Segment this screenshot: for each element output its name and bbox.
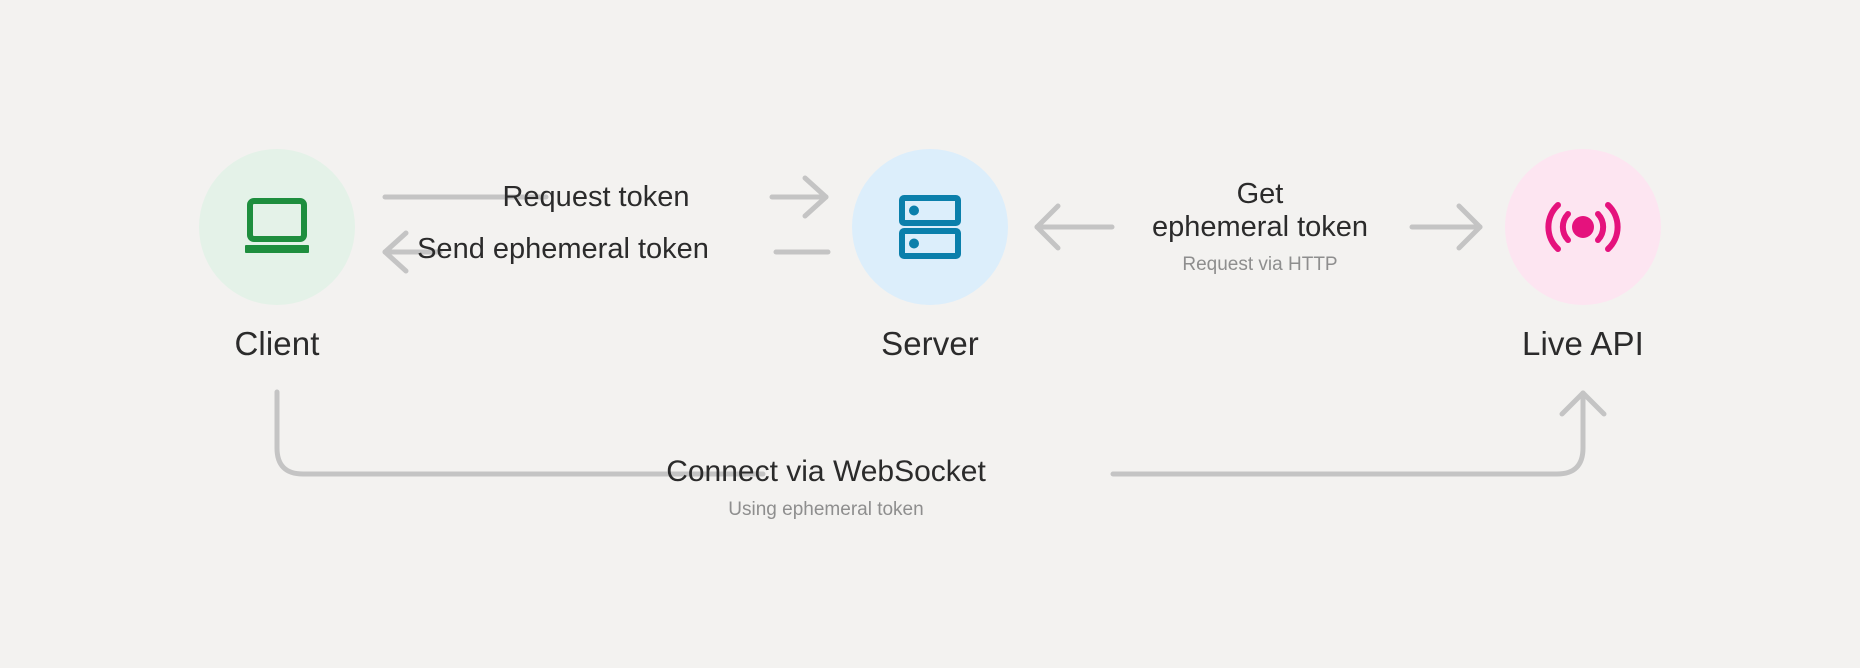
node-client-circle — [199, 149, 355, 305]
laptop-icon — [245, 198, 309, 253]
flow-label-send-ephemeral-token: Send ephemeral token — [398, 233, 728, 266]
node-live-api-label: Live API — [1522, 325, 1644, 362]
flow-title-send-ephemeral-token: Send ephemeral token — [417, 233, 709, 265]
flow-subtitle-get-ephemeral-token: Request via HTTP — [1182, 253, 1338, 275]
node-live-api-circle — [1505, 149, 1661, 305]
broadcast-signal-icon — [1545, 202, 1621, 252]
node-server-label: Server — [881, 325, 979, 362]
server-rack-icon — [899, 195, 961, 259]
node-live-api[interactable]: Live API — [1473, 149, 1693, 360]
flow-title-get-ephemeral-token: Get ephemeral token — [1151, 178, 1369, 244]
node-server-circle — [852, 149, 1008, 305]
request-token-arrow-right — [769, 175, 829, 219]
node-client[interactable]: Client — [167, 149, 387, 360]
flow-label-get-ephemeral-token: Get ephemeral token Request via HTTP — [1100, 178, 1420, 276]
flow-label-request-token: Request token — [466, 181, 726, 214]
node-client-label: Client — [234, 325, 320, 362]
flow-label-connect-websocket: Connect via WebSocket Using ephemeral to… — [606, 455, 1046, 521]
flow-title-request-token: Request token — [502, 181, 690, 213]
websocket-path-right — [1110, 390, 1586, 477]
flow-subtitle-connect-websocket: Using ephemeral token — [728, 498, 924, 520]
websocket-arrow-head — [1559, 390, 1607, 417]
flow-title-connect-websocket: Connect via WebSocket — [666, 455, 986, 488]
node-server[interactable]: Server — [820, 149, 1040, 360]
get-token-arrow-right — [1409, 203, 1483, 251]
